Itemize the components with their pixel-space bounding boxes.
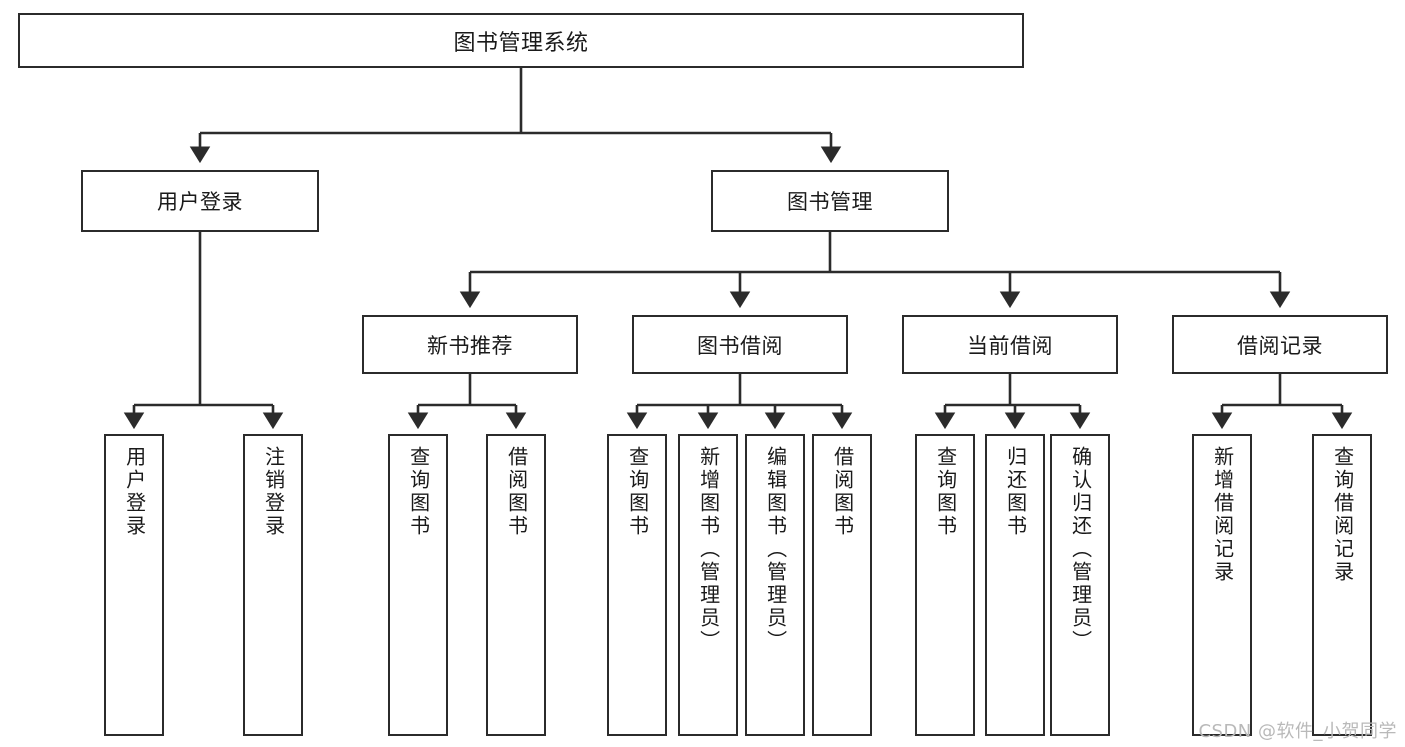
node-book-manage-label: 图书管理: [787, 190, 873, 214]
leaf-add-book[interactable]: 新增图书（管理员）: [678, 434, 738, 736]
leaf-query-book-2-label: 查询图书: [625, 446, 650, 538]
leaf-add-book-label: 新增图书（管理员）: [696, 446, 721, 653]
node-user-login[interactable]: 用户登录: [81, 170, 319, 232]
leaf-add-record-label: 新增借阅记录: [1210, 446, 1235, 584]
leaf-user-logout[interactable]: 注销登录: [243, 434, 303, 736]
leaf-user-login[interactable]: 用户登录: [104, 434, 164, 736]
leaf-edit-book[interactable]: 编辑图书（管理员）: [745, 434, 805, 736]
node-current-borrow-label: 当前借阅: [967, 333, 1053, 358]
leaf-confirm-return[interactable]: 确认归还（管理员）: [1050, 434, 1110, 736]
leaf-query-book-2[interactable]: 查询图书: [607, 434, 667, 736]
leaf-borrow-book-1-label: 借阅图书: [504, 446, 529, 538]
node-book-borrow[interactable]: 图书借阅: [632, 315, 848, 374]
node-book-borrow-label: 图书借阅: [697, 333, 783, 358]
leaf-user-login-label: 用户登录: [122, 446, 147, 538]
leaf-borrow-book-2-label: 借阅图书: [830, 446, 855, 538]
leaf-borrow-book-2[interactable]: 借阅图书: [812, 434, 872, 736]
node-borrow-record-label: 借阅记录: [1237, 333, 1323, 358]
leaf-query-book-1[interactable]: 查询图书: [388, 434, 448, 736]
node-current-borrow[interactable]: 当前借阅: [902, 315, 1118, 374]
node-root[interactable]: 图书管理系统: [18, 13, 1024, 68]
leaf-query-record[interactable]: 查询借阅记录: [1312, 434, 1372, 736]
leaf-query-record-label: 查询借阅记录: [1330, 446, 1355, 584]
node-root-label: 图书管理系统: [453, 30, 589, 56]
leaf-query-book-1-label: 查询图书: [406, 446, 431, 538]
leaf-user-logout-label: 注销登录: [261, 446, 286, 538]
leaf-borrow-book-1[interactable]: 借阅图书: [486, 434, 546, 736]
node-book-manage[interactable]: 图书管理: [711, 170, 949, 232]
node-new-book-rec[interactable]: 新书推荐: [362, 315, 578, 374]
node-user-login-label: 用户登录: [157, 190, 243, 214]
leaf-edit-book-label: 编辑图书（管理员）: [763, 446, 788, 653]
leaf-query-book-3[interactable]: 查询图书: [915, 434, 975, 736]
leaf-return-book[interactable]: 归还图书: [985, 434, 1045, 736]
leaf-query-book-3-label: 查询图书: [933, 446, 958, 538]
csdn-watermark: CSDN @软件_小贺同学: [1198, 721, 1397, 742]
leaf-add-record[interactable]: 新增借阅记录: [1192, 434, 1252, 736]
leaf-confirm-return-label: 确认归还（管理员）: [1068, 446, 1093, 653]
node-new-book-rec-label: 新书推荐: [427, 333, 513, 358]
leaf-return-book-label: 归还图书: [1003, 446, 1028, 538]
node-borrow-record[interactable]: 借阅记录: [1172, 315, 1388, 374]
